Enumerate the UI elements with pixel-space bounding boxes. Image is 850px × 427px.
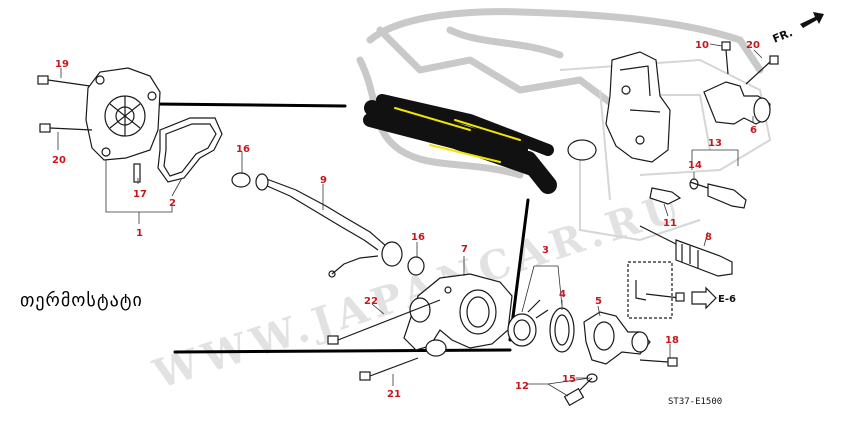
callout-3: 3	[542, 245, 549, 256]
arrow-outline-icon	[691, 286, 717, 310]
front-direction-indicator: FR.	[771, 12, 824, 46]
callout-9: 9	[320, 175, 327, 186]
callout-7: 7	[461, 244, 468, 255]
gasket-2	[157, 117, 223, 183]
temp-sensor-13	[689, 181, 747, 209]
bolt-22	[327, 299, 441, 345]
watermark-text: WWW.JAPANCAR.RU	[147, 182, 691, 399]
bolt-20-left	[39, 123, 93, 133]
thermostat	[507, 299, 549, 347]
head-water-outlet	[567, 51, 671, 163]
callout-16-upper: 16	[236, 144, 250, 155]
callout-11: 11	[663, 218, 677, 229]
callout-12: 12	[515, 381, 529, 392]
outlet-pipe-6	[703, 81, 771, 125]
bolt-18	[639, 357, 678, 367]
front-arrow-icon	[800, 12, 824, 28]
callout-13: 13	[708, 138, 722, 149]
callout-numbers: 19 20 17 2 1 16 9 16 7 22 21 3 4 5 18 15…	[52, 40, 760, 400]
callout-6: 6	[750, 125, 757, 136]
callout-5: 5	[595, 296, 602, 307]
dowel-pin-17	[133, 163, 141, 183]
water-pipe-9	[255, 173, 403, 278]
callout-10: 10	[695, 40, 709, 51]
callout-4: 4	[559, 289, 566, 300]
callout-20-right: 20	[746, 40, 760, 51]
sensor-11	[649, 187, 682, 205]
callout-21: 21	[387, 389, 401, 400]
connector-bracket	[627, 261, 717, 319]
pointer-line-diagonal	[508, 198, 530, 342]
o-ring-16-upper	[231, 172, 251, 188]
front-label: FR.	[771, 26, 795, 46]
handwritten-thermostat-label: თერმოსტატი	[20, 290, 143, 311]
callout-8: 8	[705, 232, 712, 243]
callout-17: 17	[133, 189, 147, 200]
pointer-line-top	[153, 102, 347, 108]
bolt-19	[37, 75, 91, 87]
callout-16-lower: 16	[411, 232, 425, 243]
thermostat-cover	[583, 311, 651, 365]
bleed-bolt-10	[721, 41, 731, 75]
callout-1: 1	[136, 228, 143, 239]
callout-2: 2	[169, 198, 176, 209]
callout-15: 15	[562, 374, 576, 385]
diagram-code: ST37-E1500	[668, 397, 722, 407]
thermostat-gasket	[549, 307, 575, 353]
callout-22: 22	[364, 296, 378, 307]
callout-18: 18	[665, 335, 679, 346]
callout-19: 19	[55, 59, 69, 70]
pointer-line-bottom	[173, 348, 512, 354]
reference-label: E-6	[718, 294, 736, 305]
highlight-scribble	[363, 94, 557, 194]
thermostat-housing	[403, 273, 513, 357]
callout-14: 14	[688, 160, 702, 171]
sensor-12	[563, 377, 593, 407]
callout-20-left: 20	[52, 155, 66, 166]
bolt-21	[359, 357, 419, 381]
water-pump	[85, 67, 161, 161]
bolt-20-right	[745, 55, 779, 85]
leader-lines	[57, 43, 763, 397]
water-pipe-8	[639, 225, 733, 277]
o-ring-16-lower	[407, 256, 425, 276]
